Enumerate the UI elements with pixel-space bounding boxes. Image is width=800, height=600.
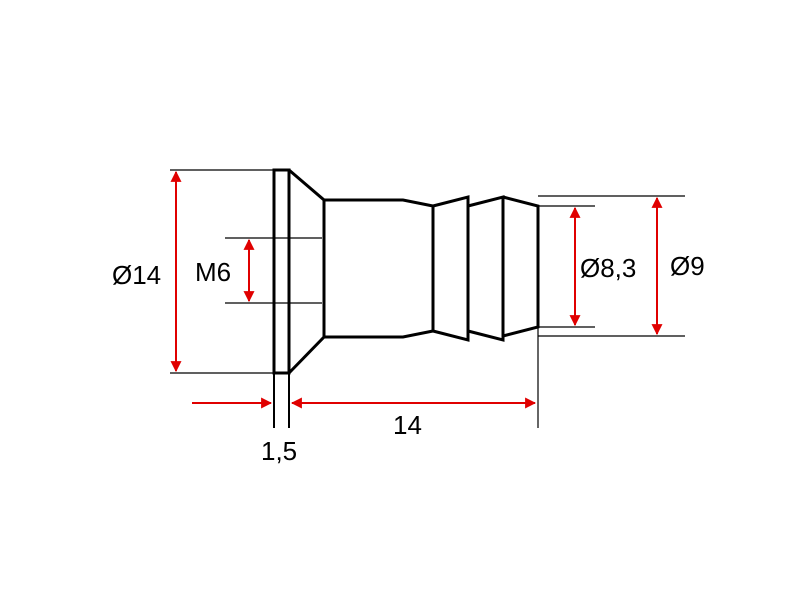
head-thickness-label: 1,5 — [261, 436, 297, 466]
head-diameter-label: Ø14 — [112, 260, 161, 290]
outer-diameter-label: Ø9 — [670, 251, 705, 281]
shank-body — [324, 198, 435, 339]
rib-diameter-label: Ø8,3 — [580, 253, 636, 283]
barb-rib-2 — [467, 195, 505, 342]
barb-rib-1 — [432, 195, 470, 342]
extension-lines — [170, 169, 685, 428]
length-label: 14 — [393, 410, 422, 440]
thread-label: M6 — [195, 257, 231, 287]
dimension-labels: Ø14 M6 1,5 14 Ø8,3 Ø9 — [112, 251, 705, 466]
countersink-cone — [287, 168, 326, 375]
flange-plate — [272, 168, 291, 375]
barb-rib-3 — [502, 195, 540, 338]
part-outline — [272, 168, 540, 375]
dimension-arrows — [170, 170, 663, 409]
